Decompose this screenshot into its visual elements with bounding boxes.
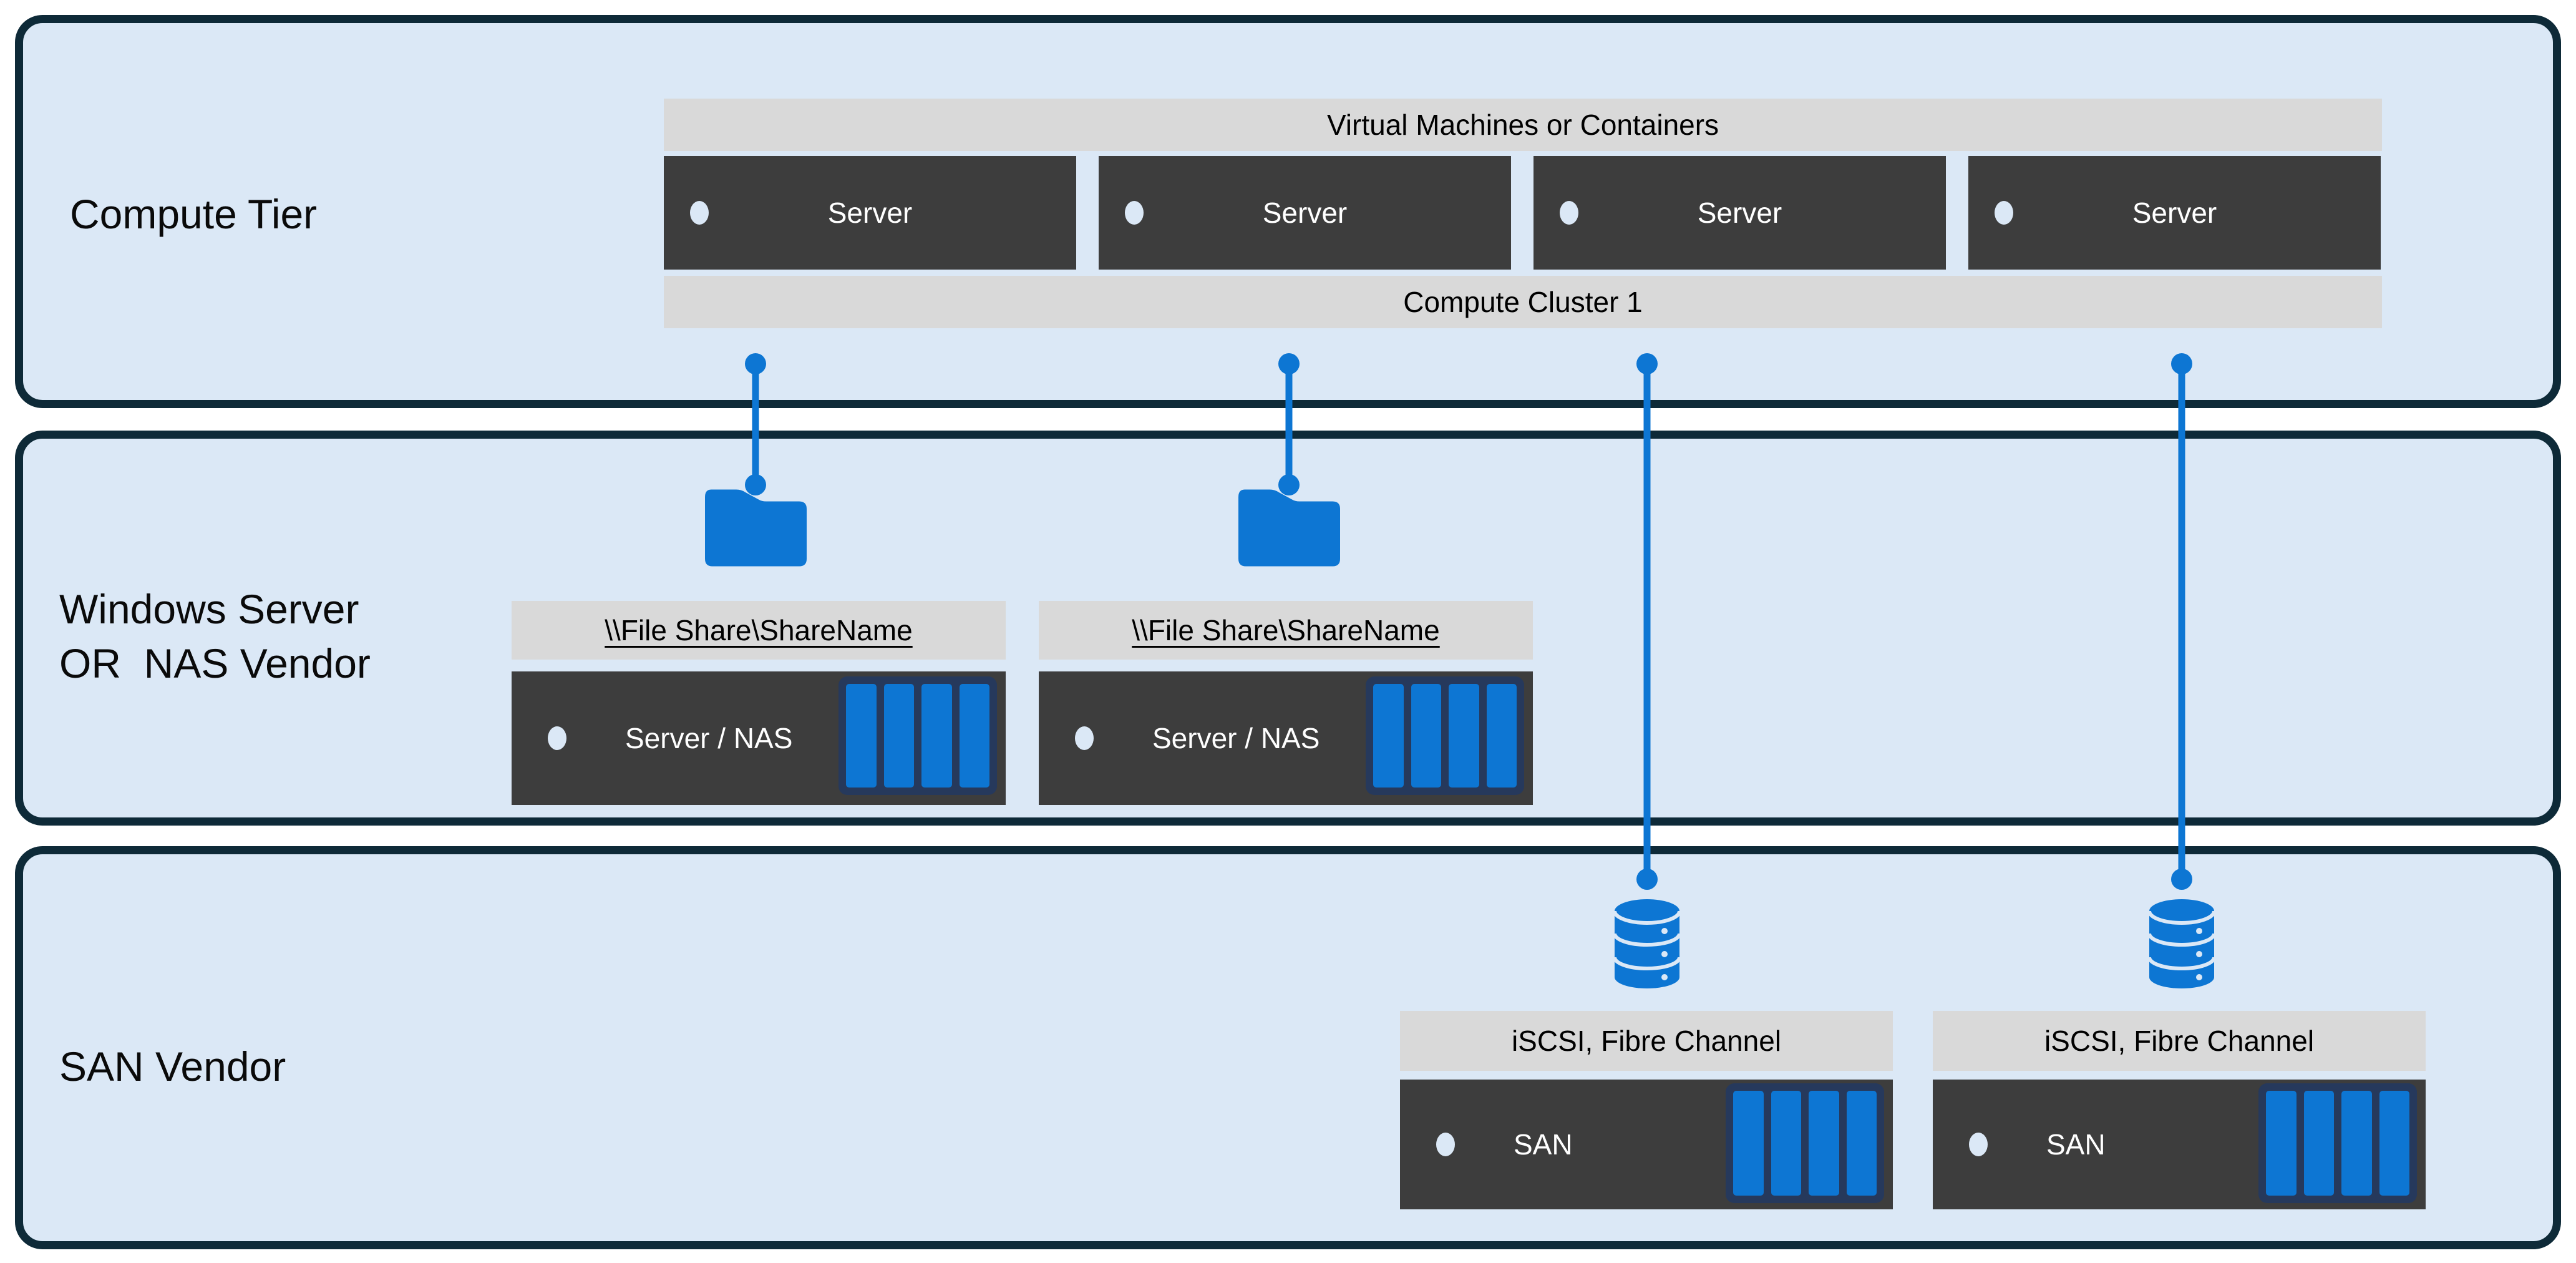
server-nas-box-2: Server / NAS [1039,671,1533,805]
file-share-header-2: \\File Share\ShareName [1039,601,1533,660]
nas-tier-label-line1: Windows Server [59,586,359,632]
bullet-dot-icon [1436,1133,1455,1156]
compute-cluster-footer-text: Compute Cluster 1 [1403,286,1643,318]
bullet-dot-icon [1560,201,1578,225]
database-cylinder-icon [2147,899,2216,988]
bullet-dot-icon [1125,201,1144,225]
cylinder-dot [2196,928,2202,934]
bullet-dot-icon [548,726,566,750]
disk-array-icon [1366,676,1524,795]
san-label: SAN [1514,1128,1573,1161]
server-box-3: Server [1533,156,1946,270]
server-nas-label: Server / NAS [625,722,793,754]
file-share-path: \\File Share\ShareName [605,614,913,646]
disk-array-icon [1726,1083,1884,1203]
disk-platter [1846,1091,1877,1196]
vm-containers-header-text: Virtual Machines or Containers [1326,109,1719,141]
cylinder-top [2149,899,2214,923]
disk-platter [921,684,952,788]
cylinder-dot [1661,928,1668,934]
server-nas-label: Server / NAS [1152,722,1320,754]
cylinder-separator [1613,957,1681,970]
folder-shape [1238,489,1340,567]
disk-platter [883,684,914,788]
server-label: Server [1262,197,1348,229]
bullet-dot-icon [1995,201,2013,225]
server-label: Server [1697,197,1782,229]
disk-platter [959,684,989,788]
database-cylinder-icon [1613,899,1681,988]
iscsi-header-text: iSCSI, Fibre Channel [2044,1025,2315,1057]
cylinder-dot [2196,974,2202,980]
compute-tier-label: Compute Tier [70,191,318,237]
cylinder-separator [1613,910,1681,925]
server-box-4: Server [1968,156,2381,270]
cylinder-top [1615,899,1679,923]
disk-platter [1486,684,1517,788]
compute-cluster-footer: Compute Cluster 1 [664,276,2382,328]
disk-platter [2341,1091,2372,1196]
file-share-path: \\File Share\ShareName [1132,614,1440,646]
cylinder-separator [2147,910,2216,925]
vm-containers-header: Virtual Machines or Containers [664,99,2382,151]
server-nas-box-1: Server / NAS [512,671,1006,805]
cylinder-dot [1661,951,1668,957]
disk-platter [1809,1091,1839,1196]
bullet-dot-icon [1075,726,1094,750]
server-box-1: Server [664,156,1076,270]
nas-tier-label: Windows Server OR NAS Vendor [59,582,371,691]
cylinder-separator [1613,933,1681,947]
file-share-header-1: \\File Share\ShareName [512,601,1006,660]
iscsi-header-1: iSCSI, Fibre Channel [1400,1011,1893,1071]
disk-platter [1373,684,1404,788]
disk-platter [1733,1091,1764,1196]
cylinder-separator [2147,933,2216,947]
server-label: Server [827,197,913,229]
disk-platter [1411,684,1441,788]
folder-icon [705,489,807,567]
disk-platter [2266,1091,2297,1196]
bullet-dot-icon [690,201,709,225]
disk-array-icon [838,676,997,795]
san-box-2: SAN [1933,1080,2426,1209]
nas-tier-label-line2: OR NAS Vendor [59,640,371,687]
disk-array-icon [2258,1083,2417,1203]
disk-platter [846,684,877,788]
san-label: SAN [2046,1128,2106,1161]
iscsi-header-2: iSCSI, Fibre Channel [1933,1011,2426,1071]
server-label: Server [2132,197,2217,229]
cylinder-dot [2196,951,2202,957]
disk-platter [2303,1091,2334,1196]
folder-icon [1238,489,1340,567]
disk-platter [1449,684,1479,788]
bullet-dot-icon [1969,1133,1988,1156]
iscsi-header-text: iSCSI, Fibre Channel [1511,1025,1782,1057]
san-tier-label: SAN Vendor [59,1043,286,1090]
disk-platter [2379,1091,2409,1196]
disk-platter [1771,1091,1801,1196]
folder-shape [705,489,807,567]
cylinder-dot [1661,974,1668,980]
cylinder-separator [2147,957,2216,970]
san-box-1: SAN [1400,1080,1893,1209]
server-box-2: Server [1099,156,1511,270]
